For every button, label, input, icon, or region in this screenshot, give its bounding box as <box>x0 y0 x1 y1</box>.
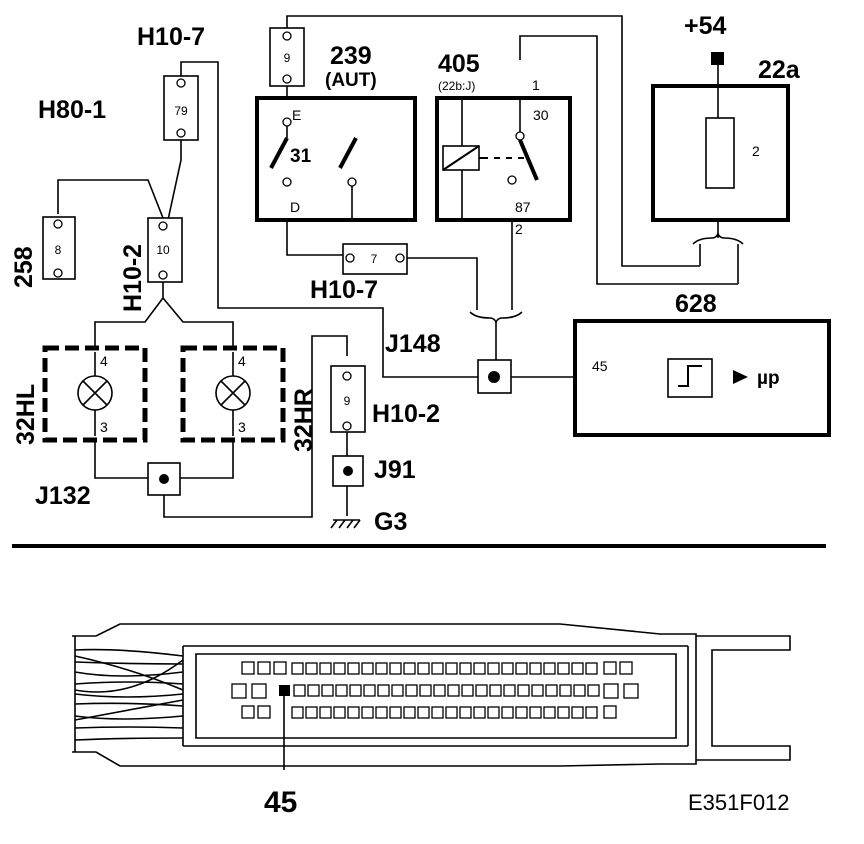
label-32hl: 32HL <box>12 384 40 445</box>
figure-code: E351F012 <box>688 790 790 815</box>
pin-label: 2 <box>752 143 760 159</box>
control-module-628: 45 µp <box>573 319 831 437</box>
label-h10-2-right: H10-2 <box>372 400 440 428</box>
switch-239: E 31 D <box>255 96 417 222</box>
label-405-sub: (22b:J) <box>438 79 475 93</box>
pin-label: 8 <box>55 243 62 257</box>
pin-label: 1 <box>532 77 540 93</box>
label-32hr: 32HR <box>290 388 318 452</box>
pin-label: 3 <box>238 419 246 435</box>
connector-h10-2-right: 9 <box>330 365 366 433</box>
label-22a: 22a <box>758 56 801 84</box>
pin-row-1 <box>241 661 633 675</box>
lamp-32hl: 4 3 <box>42 345 148 443</box>
label-plus54: +54 <box>684 12 727 40</box>
pin-row-2 <box>231 683 639 699</box>
pin-label: D <box>290 199 300 215</box>
pin-label: 9 <box>344 394 351 408</box>
label-h10-7-bottom: H10-7 <box>310 276 378 304</box>
label-g3: G3 <box>374 508 407 536</box>
connector-h80-1: 79 <box>163 75 199 141</box>
pin-label: 79 <box>174 104 188 118</box>
relay-405: 1 30 87 2 <box>435 77 572 237</box>
ecu-connector-plug <box>72 623 791 770</box>
label-628: 628 <box>675 290 717 318</box>
splice-j91 <box>332 455 364 487</box>
pin-label: 7 <box>371 252 378 266</box>
connector-h10-7-bottom: 7 <box>342 243 408 275</box>
pin-label: 45 <box>592 358 608 374</box>
label-239-sub: (AUT) <box>325 70 377 91</box>
fuse-box-22a: 2 <box>651 52 790 222</box>
pin-label: 87 <box>515 199 531 215</box>
pin-label: 10 <box>156 243 170 257</box>
label-h80-1: H80-1 <box>38 96 106 124</box>
pin-label: 9 <box>284 51 291 65</box>
pin-label: E <box>292 107 301 123</box>
connector-258: 8 <box>42 216 76 280</box>
pin-label: 3 <box>100 419 108 435</box>
ground-g3-icon <box>330 519 361 529</box>
pin-label: 30 <box>533 107 549 123</box>
label-j91: J91 <box>374 456 416 484</box>
splice-j148 <box>477 359 512 394</box>
label-405: 405 <box>438 50 480 78</box>
connector-h10-2-left: 10 <box>147 217 183 283</box>
label-h10-7-top: H10-7 <box>137 23 205 51</box>
pin-label: 31 <box>290 146 312 167</box>
label-pin-45: 45 <box>264 786 297 819</box>
lamp-32hr: 4 3 <box>180 345 286 443</box>
label-j148: J148 <box>385 330 441 358</box>
label-mu-p: µp <box>757 368 780 389</box>
label-j132: J132 <box>35 482 91 510</box>
label-258: 258 <box>10 246 38 288</box>
connector-h10-7-top: 9 <box>269 27 305 87</box>
pin-label: 4 <box>100 353 108 369</box>
splice-j132 <box>147 462 181 496</box>
pin-label: 2 <box>515 221 523 237</box>
label-239: 239 <box>330 42 372 70</box>
pin-label: 4 <box>238 353 246 369</box>
label-h10-2-left: H10-2 <box>119 244 147 312</box>
pin-row-3 <box>241 705 617 719</box>
